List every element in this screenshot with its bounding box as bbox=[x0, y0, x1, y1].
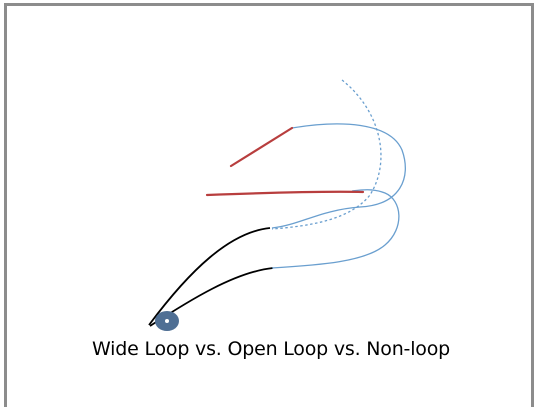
wide-loop-line bbox=[271, 123, 406, 229]
open-loop-line bbox=[271, 189, 400, 269]
red-line-upper bbox=[229, 126, 294, 168]
slide-frame bbox=[4, 3, 534, 407]
slide-caption: Wide Loop vs. Open Loop vs. Non-loop bbox=[92, 338, 450, 360]
non-loop-line bbox=[271, 79, 382, 230]
red-line-lower bbox=[205, 190, 365, 197]
rod-line-upper bbox=[148, 227, 271, 326]
reel-hand-icon bbox=[155, 311, 179, 331]
